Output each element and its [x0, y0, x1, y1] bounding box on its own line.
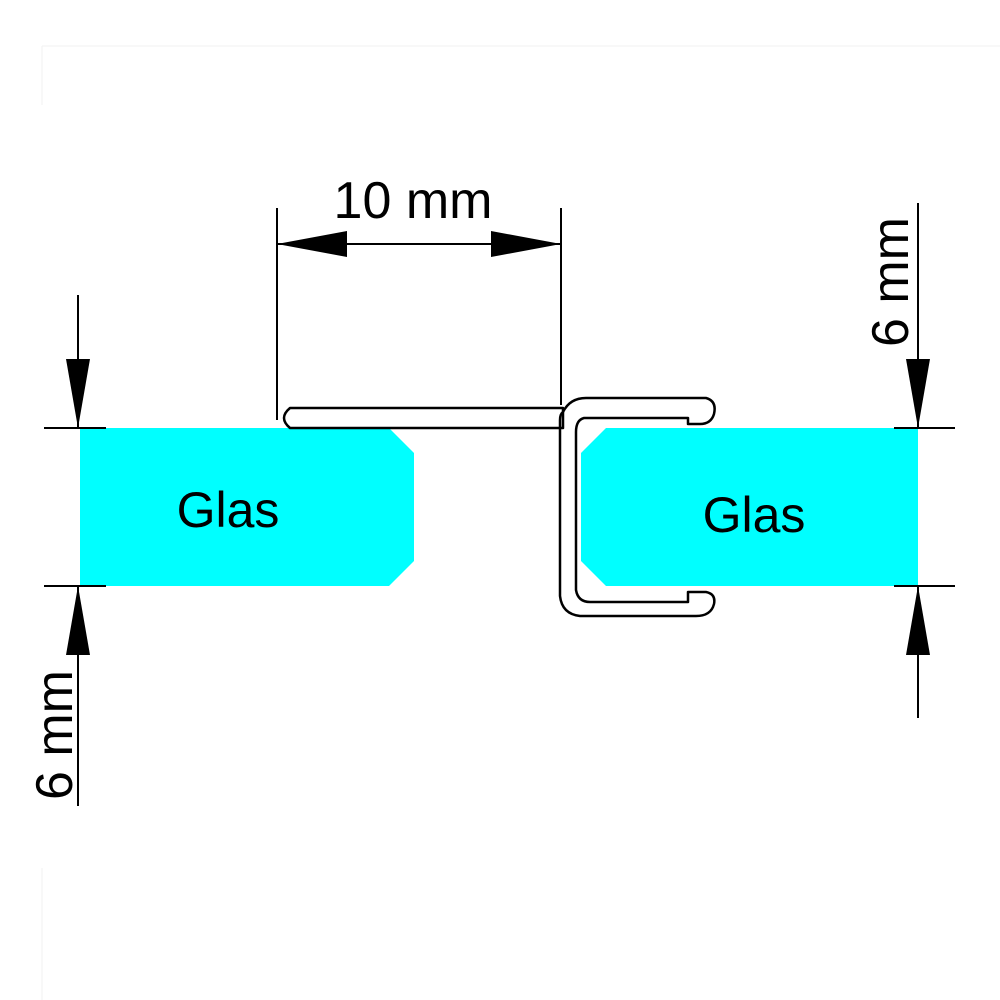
frame-marks: [41, 45, 1000, 1000]
seal-profile: [282, 396, 716, 618]
dim-thickness-right-label: 6 mm: [862, 217, 920, 347]
dim-width-arrow-left: [277, 231, 347, 257]
dim-thickness-left-arrow-top: [66, 359, 90, 428]
dim-thickness-right-arrow-top: [906, 359, 930, 428]
glass-label-left: Glas: [177, 482, 280, 538]
dim-thickness-left-arrow-bottom: [66, 586, 90, 655]
glass-pane-right: [581, 428, 918, 586]
glass-label-right: Glas: [703, 487, 806, 543]
extension-lines: [44, 427, 955, 587]
dim-width-arrow-right: [491, 231, 561, 257]
dim-thickness-left-label: 6 mm: [26, 670, 84, 800]
dim-thickness-right-arrow-bottom: [906, 586, 930, 655]
dim-width-label: 10 mm: [334, 172, 493, 230]
glass-pane-left: [80, 428, 414, 586]
